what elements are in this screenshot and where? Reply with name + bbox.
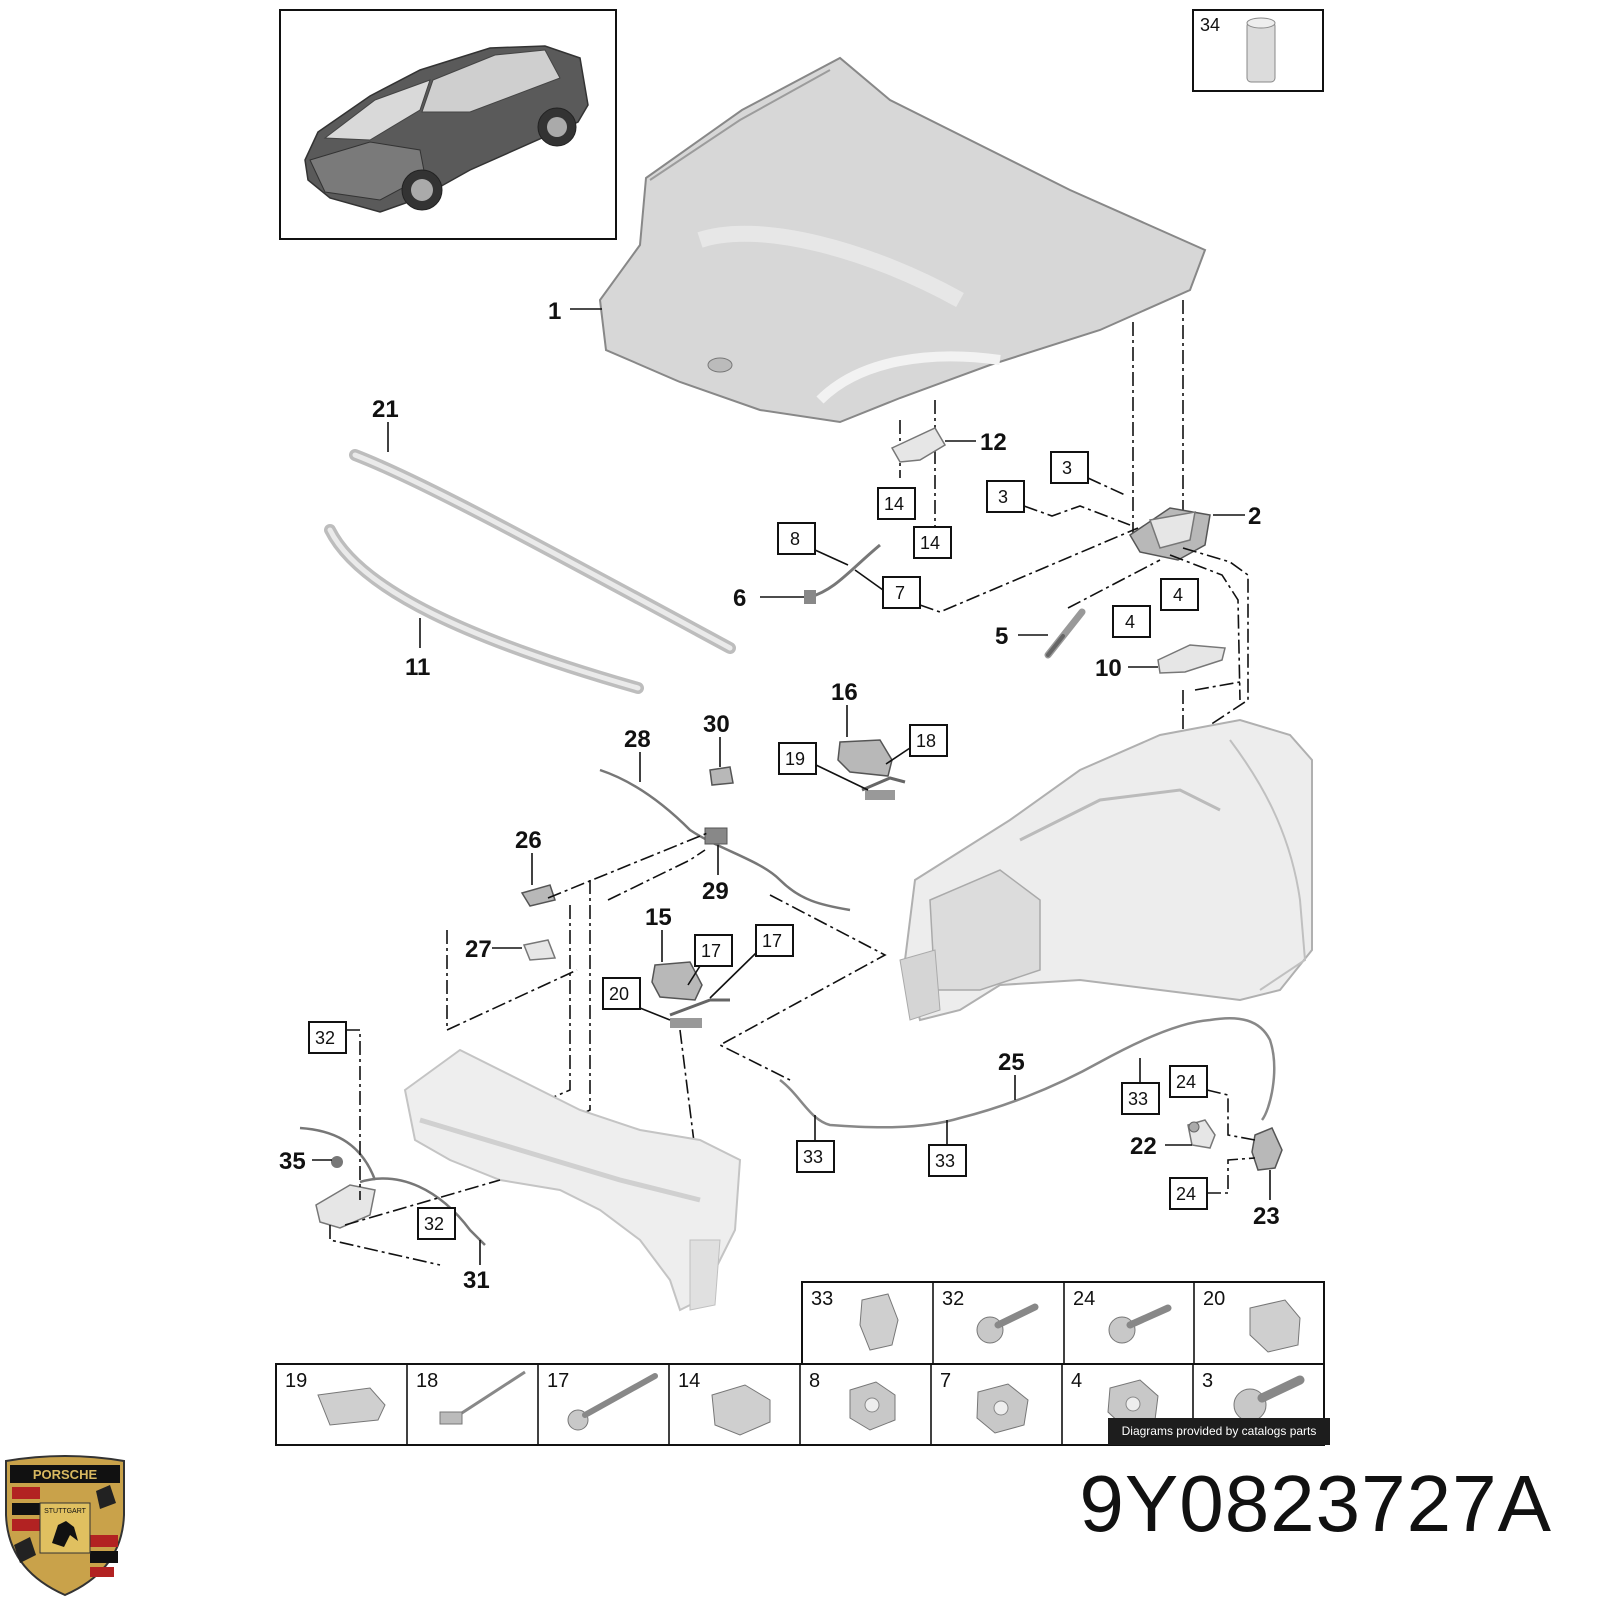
hood-hinge: [1128, 507, 1211, 561]
callout-5: 5: [995, 623, 1008, 650]
callout-1: 1: [548, 298, 561, 325]
seal-strip-21: [349, 449, 736, 654]
callout-11: 11: [405, 654, 430, 681]
callout-10: 10: [1095, 655, 1122, 682]
suv-illustration-icon: [304, 45, 589, 213]
cable-clip-30: [709, 766, 734, 786]
release-lever-22: [1187, 1119, 1216, 1149]
callout-12: 12: [980, 429, 1007, 456]
box-33c: 33: [1128, 1089, 1148, 1109]
box-label: 34: [1200, 15, 1220, 35]
callout-31: 31: [463, 1267, 490, 1294]
cell-label: 18: [416, 1370, 438, 1392]
callout-6: 6: [733, 585, 746, 612]
porsche-crest-icon: PORSCHE STUTTGART: [5, 1455, 125, 1597]
cell-label: 32: [942, 1288, 964, 1310]
box-33b: 33: [935, 1151, 955, 1171]
box-19: 19: [785, 749, 805, 769]
bowden-cable-6: [804, 543, 881, 604]
box-4a: 4: [1173, 585, 1183, 605]
callout-29: 29: [702, 878, 729, 905]
cable-tie-icon: [439, 1370, 526, 1425]
cell-label: 33: [811, 1288, 833, 1310]
box-18: 18: [916, 731, 936, 751]
cell-label: 3: [1202, 1370, 1213, 1392]
sensor-icon: [317, 1387, 386, 1426]
box-32a: 32: [315, 1028, 335, 1048]
box-17a: 17: [701, 941, 721, 961]
bracket-26: [520, 884, 556, 907]
box-20: 20: [609, 984, 629, 1004]
box-14b: 14: [920, 533, 940, 553]
gas-strut-5: [1044, 608, 1086, 659]
callout-2: 2: [1248, 503, 1261, 530]
box-4b: 4: [1125, 612, 1135, 632]
bracket-27: [522, 939, 557, 961]
vehicle-overview-inset: [279, 9, 617, 240]
touch-up-paint-box: 34: [1192, 9, 1324, 92]
logo-city: STUTTGART: [44, 1508, 87, 1515]
hardware-table-bottom: 19 18 17 14 8 7 4 3: [275, 1363, 1325, 1446]
hood-striker: [890, 427, 947, 463]
bolt-icon: [1108, 1304, 1172, 1344]
bonnet-hood: [598, 56, 1207, 424]
box-8: 8: [790, 529, 800, 549]
box-3a: 3: [1062, 458, 1072, 478]
cable-connector-29: [704, 827, 728, 845]
callout-28: 28: [624, 726, 651, 753]
callout-26: 26: [515, 827, 542, 854]
box-3b: 3: [998, 487, 1008, 507]
front-carrier: [403, 1048, 742, 1312]
flange-nut-icon: [976, 1383, 1029, 1434]
callout-21: 21: [372, 396, 399, 423]
cell-label: 24: [1073, 1288, 1095, 1310]
box-14a: 14: [884, 494, 904, 514]
seal-strip-11: [324, 524, 644, 694]
credit-banner: Diagrams provided by catalogs parts: [1108, 1418, 1330, 1445]
callout-25: 25: [998, 1049, 1025, 1076]
box-17b: 17: [762, 931, 782, 951]
hood-lock-15: [651, 961, 730, 1028]
callout-35: 35: [279, 1148, 306, 1175]
cap-nut-icon: [711, 1384, 771, 1436]
callout-27: 27: [465, 936, 492, 963]
box-24b: 24: [1176, 1184, 1196, 1204]
washer-nut-icon: [1107, 1379, 1159, 1429]
release-cable-25: [779, 1016, 1276, 1129]
long-bolt-icon: [567, 1373, 658, 1431]
hex-nut-icon: [849, 1381, 896, 1431]
cell-label: 14: [678, 1370, 700, 1392]
cell-label: 20: [1203, 1288, 1225, 1310]
hinge-bracket-10: [1157, 644, 1226, 674]
hood-lock-16: [837, 739, 906, 800]
cell-label: 17: [547, 1370, 569, 1392]
front-body-structure: [899, 718, 1313, 1022]
paint-bottle-icon: [1246, 17, 1276, 83]
release-handle-23: [1251, 1127, 1283, 1171]
box-33a: 33: [803, 1147, 823, 1167]
cell-label: 8: [809, 1370, 820, 1392]
cell-label: 4: [1071, 1370, 1082, 1392]
bolt-icon: [976, 1303, 1039, 1344]
callout-23: 23: [1253, 1203, 1280, 1230]
box-24a: 24: [1176, 1072, 1196, 1092]
hardware-table-top: 33 32 24 20: [801, 1281, 1325, 1365]
logo-brand: PORSCHE: [33, 1467, 98, 1482]
callout-30: 30: [703, 711, 730, 738]
callout-16: 16: [831, 679, 858, 706]
cable-clip-icon: [859, 1293, 899, 1351]
box-32b: 32: [424, 1214, 444, 1234]
callout-22: 22: [1130, 1133, 1157, 1160]
callout-15: 15: [645, 904, 672, 931]
release-cable-28: [599, 768, 851, 912]
box-7: 7: [895, 583, 905, 603]
connector-housing-icon: [1249, 1299, 1301, 1353]
cell-label: 7: [940, 1370, 951, 1392]
cell-label: 19: [285, 1370, 307, 1392]
part-number: 9Y0823727A: [1079, 1459, 1552, 1548]
boxed-callouts-upper: 3 3 14 14: [877, 451, 1089, 559]
